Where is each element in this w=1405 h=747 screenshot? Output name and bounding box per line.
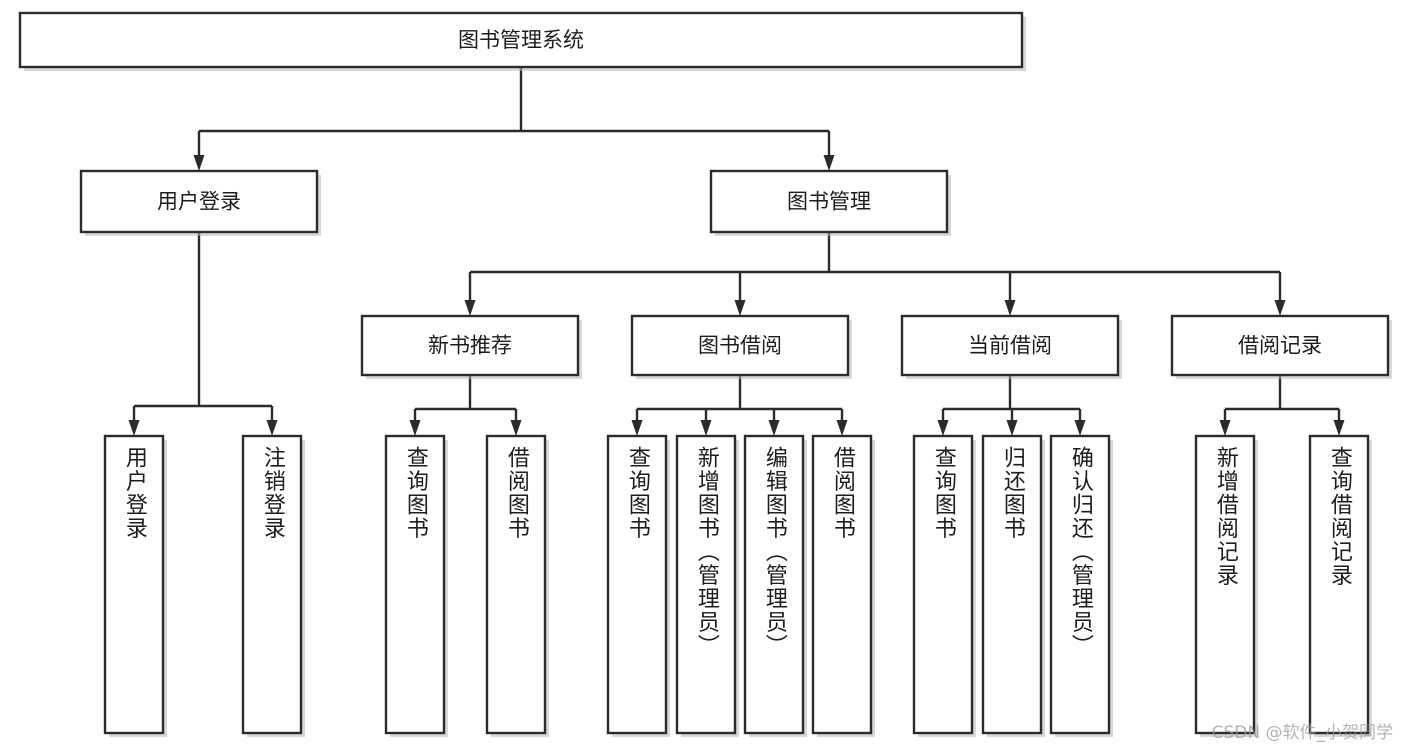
node-label-root: 图书管理系统 xyxy=(458,28,584,52)
node-label-book-manage: 图书管理 xyxy=(787,190,871,214)
node-box-leaf-add-record[interactable] xyxy=(1194,434,1256,735)
connectors-layer xyxy=(128,67,1345,436)
node-box-leaf-query-book-3[interactable] xyxy=(912,434,974,735)
node-box-leaf-borrow-book-2[interactable] xyxy=(811,434,873,735)
node-label-book-borrow: 图书借阅 xyxy=(698,334,782,358)
node-box-leaf-query-book-2[interactable] xyxy=(606,434,668,735)
boxes-layer xyxy=(18,11,1390,735)
edge-arrowhead xyxy=(734,300,746,316)
edge-arrowhead xyxy=(1074,420,1086,436)
edge-arrowhead xyxy=(937,420,949,436)
edge-arrowhead xyxy=(631,420,643,436)
node-box-leaf-logout[interactable] xyxy=(241,434,303,735)
edge-arrowhead xyxy=(768,420,780,436)
node-box-leaf-edit-book[interactable] xyxy=(743,434,805,735)
node-box-leaf-return-book[interactable] xyxy=(981,434,1043,735)
node-box-root[interactable] xyxy=(18,11,1024,69)
node-box-leaf-user-login[interactable] xyxy=(103,434,165,735)
edge-arrowhead xyxy=(1333,420,1345,436)
node-label-user-login: 用户登录 xyxy=(157,190,241,214)
edge-arrowhead xyxy=(823,155,835,171)
node-box-leaf-query-book-1[interactable] xyxy=(384,434,446,735)
edge-arrowhead xyxy=(409,420,421,436)
node-box-user-login[interactable] xyxy=(79,169,319,234)
edge-arrowhead xyxy=(1219,420,1231,436)
node-label-new-book-rec: 新书推荐 xyxy=(428,334,512,358)
edge-arrowhead xyxy=(836,420,848,436)
node-box-borrow-record[interactable] xyxy=(1170,314,1390,377)
node-box-book-borrow[interactable] xyxy=(630,314,850,377)
node-box-leaf-confirm-return[interactable] xyxy=(1049,434,1111,735)
edge-arrowhead xyxy=(510,420,522,436)
node-box-new-book-rec[interactable] xyxy=(360,314,580,377)
edge-arrowhead xyxy=(1274,300,1286,316)
csdn-watermark: CSDN @软件_小贺同学 xyxy=(1211,723,1393,743)
node-box-leaf-add-book[interactable] xyxy=(675,434,737,735)
edge-arrowhead xyxy=(1004,300,1016,316)
edge-arrowhead xyxy=(266,420,278,436)
node-box-leaf-query-record[interactable] xyxy=(1308,434,1370,735)
node-box-book-manage[interactable] xyxy=(709,169,949,234)
edge-arrowhead xyxy=(128,420,140,436)
node-label-current-borrow: 当前借阅 xyxy=(968,334,1052,358)
node-box-leaf-borrow-book-1[interactable] xyxy=(485,434,547,735)
edge-arrowhead xyxy=(700,420,712,436)
edge-arrowhead xyxy=(1006,420,1018,436)
node-box-current-borrow[interactable] xyxy=(900,314,1120,377)
edge-arrowhead xyxy=(464,300,476,316)
edge-arrowhead xyxy=(193,155,205,171)
node-label-borrow-record: 借阅记录 xyxy=(1238,334,1322,358)
